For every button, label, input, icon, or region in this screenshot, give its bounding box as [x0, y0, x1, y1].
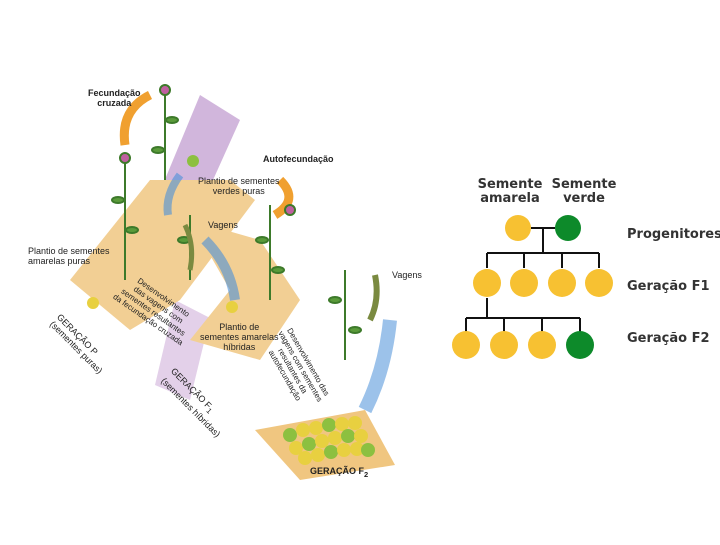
hybrid-planting-label: Plantio de sementes amarelas híbridas [200, 322, 279, 352]
f1-seed-1 [473, 269, 501, 297]
f2-seed-4 [566, 331, 594, 359]
self-fertilization-arrow [272, 176, 294, 219]
pure-yellow-planting-label: Plantio de sementes amarelas puras [28, 246, 110, 266]
parent-yellow-seed [505, 215, 531, 241]
yellow-seed-p [87, 297, 99, 309]
generation-f2-label: GERAÇÃO F2 [310, 466, 369, 479]
f1-seed-4 [585, 269, 613, 297]
header-yellow-seed-line-2: amarela [480, 191, 540, 206]
header-green-seed: Semente verde [552, 177, 617, 206]
yellow-seed-f1 [226, 301, 238, 313]
f2-seed-3 [528, 331, 556, 359]
illustration-canvas [70, 84, 397, 480]
blue-arrow-1 [163, 172, 184, 216]
f1-seed-2 [510, 269, 538, 297]
row-label-geracao-f1: Geração F1 [627, 279, 710, 294]
pod-1 [182, 223, 195, 271]
pea-plant-1 [111, 152, 139, 280]
pedigree-diagram: Semente amarela Semente verde Progenitor… [452, 177, 720, 359]
f1-seed-3 [548, 269, 576, 297]
pods-label-2: Vagens [392, 270, 422, 280]
f2-seed-2 [490, 331, 518, 359]
parent-green-seed [555, 215, 581, 241]
f2-seed-pile [283, 416, 375, 465]
f2-seed-1 [452, 331, 480, 359]
pod-2 [367, 274, 380, 322]
cross-fertilization-arrow [119, 90, 153, 146]
blue-arrow-2 [201, 236, 240, 301]
blue-arrow-3 [358, 319, 397, 414]
header-green-seed-line-1: Semente [552, 177, 617, 192]
cross-fertilization-label: Fecundação cruzada [88, 88, 141, 108]
header-yellow-seed: Semente amarela [478, 177, 543, 206]
mendel-experiment-illustration: Fecundação cruzada Autofecundação Planti… [28, 84, 422, 480]
self-fertilization-label: Autofecundação [263, 154, 334, 164]
row-label-geracao-f2: Geração F2 [627, 331, 710, 346]
pea-plant-2 [151, 84, 179, 180]
generation-f1-band [155, 300, 210, 400]
generation-p-platform [70, 180, 255, 330]
pure-green-planting-label: Plantio de sementes verdes puras [198, 176, 280, 196]
header-green-seed-line-2: verde [563, 191, 605, 206]
green-seed-p [187, 155, 199, 167]
pea-plant-4 [328, 270, 362, 360]
pea-plant-3 [255, 204, 296, 300]
pedigree-lines [465, 227, 600, 332]
header-yellow-seed-line-1: Semente [478, 177, 543, 192]
row-label-progenitores: Progenitores [627, 227, 720, 242]
pods-label-1: Vagens [208, 220, 238, 230]
